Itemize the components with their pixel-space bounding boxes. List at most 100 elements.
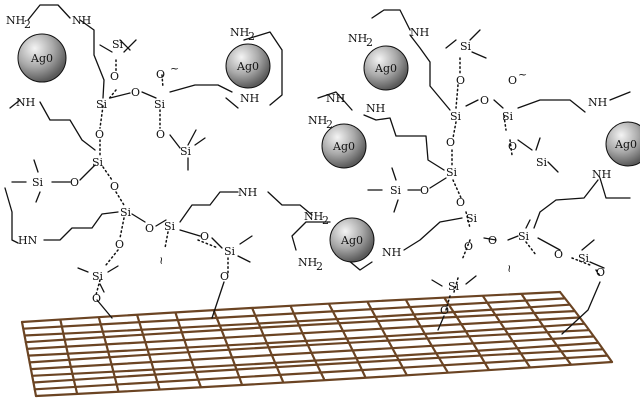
svg-text:Si: Si: [578, 252, 590, 265]
svg-text:O: O: [456, 74, 465, 87]
svg-text:O: O: [70, 176, 79, 189]
si-label: Si: [446, 166, 458, 179]
nh-label: NH: [72, 14, 91, 27]
ag-label: Ag0: [374, 62, 397, 75]
o-label: O: [440, 304, 449, 317]
mesh-fiber: [443, 297, 490, 371]
o-label: O: [554, 248, 563, 261]
svg-text:Si: Si: [448, 280, 460, 293]
svg-text:2: 2: [316, 260, 323, 273]
o-label: O: [110, 180, 119, 193]
o-label: O: [446, 136, 455, 149]
o-label: O: [488, 234, 497, 247]
mesh-fiber: [520, 293, 572, 366]
si-label: Si: [578, 252, 590, 265]
o-label: O: [420, 184, 429, 197]
si-label: Si: [180, 145, 192, 158]
svg-text:NH: NH: [588, 96, 607, 109]
svg-text:O: O: [220, 270, 229, 283]
svg-text:NH: NH: [326, 92, 345, 105]
ag-label: Ag0: [332, 140, 355, 153]
svg-text:Si: Si: [92, 270, 104, 283]
svg-text:2: 2: [322, 214, 329, 227]
nh-label: NH: [410, 26, 429, 39]
svg-text:~: ~: [518, 68, 527, 81]
mesh-fiber: [97, 316, 120, 393]
svg-text:Si: Si: [164, 220, 176, 233]
svg-text:O: O: [420, 184, 429, 197]
svg-text:NH: NH: [6, 14, 25, 27]
svg-text:NH: NH: [348, 32, 367, 45]
o-label: O: [464, 240, 473, 253]
nh2-label: NH2: [304, 210, 329, 227]
si-label: Si: [112, 38, 124, 51]
o-label: O: [70, 176, 79, 189]
ag-label: Ag0: [614, 138, 637, 151]
silver-nanoparticles: Ag0 Ag0 Ag0 Ag0 Ag0 Ag0: [17, 33, 640, 263]
svg-text:O: O: [446, 136, 455, 149]
nh2-label: NH2: [230, 26, 255, 43]
nh-label: NH: [592, 168, 611, 181]
svg-text:~: ~: [155, 256, 168, 265]
si-label: Si: [92, 270, 104, 283]
si-label: Si: [466, 212, 478, 225]
svg-text:2: 2: [248, 30, 255, 43]
svg-text:Si: Si: [502, 110, 514, 123]
o-label: O: [145, 222, 154, 235]
si-label: Si: [448, 280, 460, 293]
nh-label: NH: [366, 102, 385, 115]
svg-text:NH: NH: [298, 256, 317, 269]
o-label: O: [156, 128, 165, 141]
nh2-label: NH2: [308, 114, 333, 131]
svg-text:2: 2: [366, 36, 373, 49]
svg-text:O: O: [110, 70, 119, 83]
svg-text:O: O: [480, 94, 489, 107]
atom-labels: NH NH2 Si O O ~ Si O Si NH O O Si Si Si …: [6, 14, 611, 317]
svg-text:O: O: [131, 86, 140, 99]
o-label: O: [508, 140, 517, 153]
svg-text:O: O: [508, 74, 517, 87]
svg-text:Si: Si: [224, 245, 236, 258]
mesh-fiber: [482, 295, 531, 368]
svg-text:Si: Si: [112, 38, 124, 51]
svg-text:NH: NH: [382, 246, 401, 259]
wave-label: ~: [155, 256, 168, 265]
nh-label: NH: [588, 96, 607, 109]
svg-text:Si: Si: [32, 176, 44, 189]
si-label: Si: [96, 98, 108, 111]
o-label: O: [156, 68, 165, 81]
svg-text:Si: Si: [460, 40, 472, 53]
mesh-fiber: [328, 303, 367, 378]
si-label: Si: [460, 40, 472, 53]
svg-text:O: O: [115, 238, 124, 251]
o-label: O: [456, 74, 465, 87]
nh2-label: NH2: [298, 256, 323, 273]
mesh-fiber: [20, 320, 38, 398]
mesh-fiber: [136, 314, 161, 390]
svg-text:~: ~: [503, 264, 516, 273]
si-label: Si: [224, 245, 236, 258]
ag-particle: Ag0: [363, 45, 409, 91]
si-label: Si: [32, 176, 44, 189]
si-label: Si: [450, 110, 462, 123]
si-label: Si: [390, 184, 402, 197]
mesh-fiber: [405, 299, 449, 373]
o-label: O: [596, 266, 605, 279]
svg-text:2: 2: [326, 118, 333, 131]
fabric-mesh: [20, 290, 614, 398]
svg-text:~: ~: [170, 62, 179, 75]
ag-label: Ag0: [236, 60, 259, 73]
svg-text:Si: Si: [466, 212, 478, 225]
svg-text:Si: Si: [96, 98, 108, 111]
svg-text:Si: Si: [180, 145, 192, 158]
nh-label: NH: [240, 92, 259, 105]
o-label: O: [508, 74, 517, 87]
svg-text:NH: NH: [72, 14, 91, 27]
mesh-fiber: [366, 301, 408, 376]
mesh-fiber: [174, 312, 202, 388]
ag-label: Ag0: [340, 234, 363, 247]
o-label: O: [92, 292, 101, 305]
svg-text:NH: NH: [238, 186, 257, 199]
